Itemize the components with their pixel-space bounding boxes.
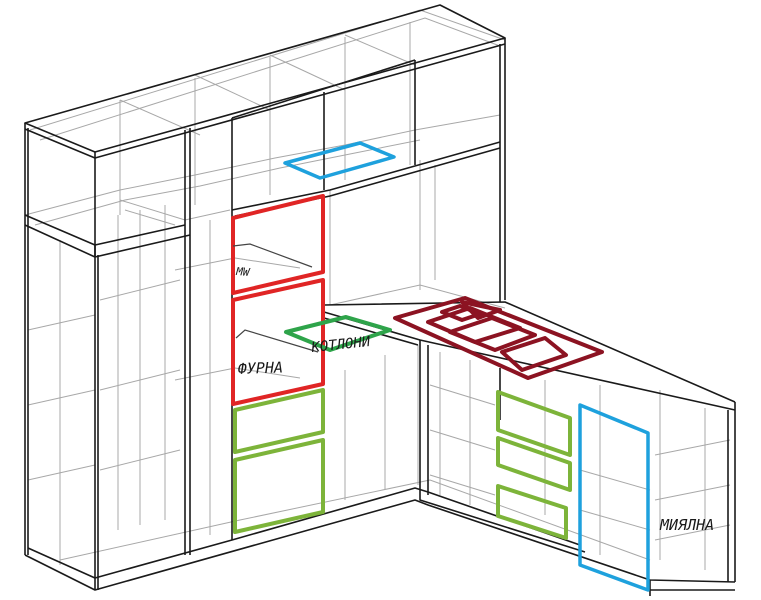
drawer-upper-left [233,388,325,454]
internal-wireframe [24,9,731,570]
label-kotloni: КОТЛОНИ [310,334,372,356]
drawer-right-2 [496,436,572,492]
oven-inner [235,329,319,353]
label-miyalna: МИЯЛНА [659,516,714,534]
drawer-right-3 [496,484,568,540]
cooktop-outline [284,315,392,352]
microwave-outline [231,194,325,295]
hob-outline [393,296,604,380]
drawer-lower-left [233,438,325,534]
hood-outline [283,141,396,180]
oven-outline [231,278,325,406]
microwave-inner [232,243,313,268]
drawer-right-1 [496,390,572,457]
label-mw: MW [235,265,251,279]
label-furna: ФУРНА [238,358,284,378]
main-outlines [24,4,736,596]
dishwasher-outline [578,403,650,592]
